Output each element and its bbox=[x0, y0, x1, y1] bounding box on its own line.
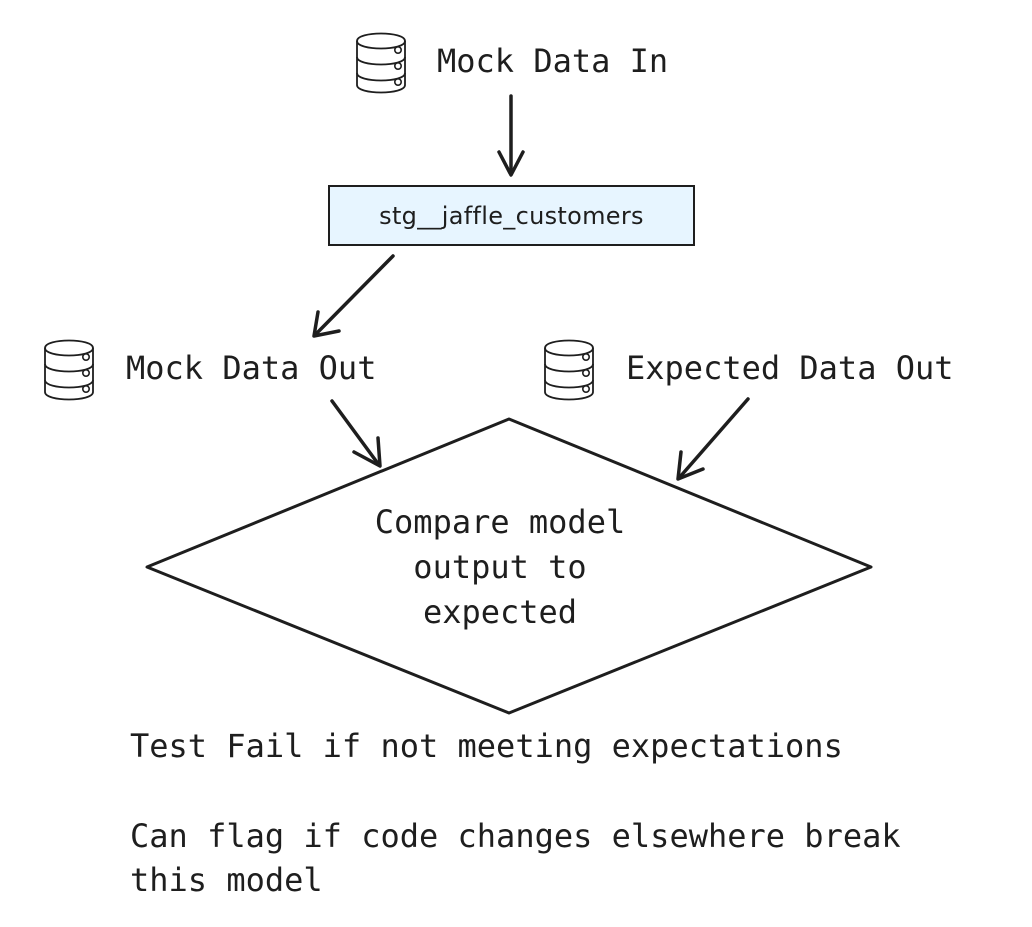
test-fail-note: Test Fail if not meeting expectations bbox=[130, 727, 843, 765]
decision-label-line-3: expected bbox=[422, 593, 578, 631]
flag-note-line-2: this model bbox=[130, 861, 323, 899]
arrow-in-to-model bbox=[497, 94, 525, 177]
model-node: stg__jaffle_customers bbox=[328, 185, 695, 246]
mock-data-in-label: Mock Data In bbox=[437, 42, 669, 80]
arrow-expected-to-decision bbox=[676, 397, 750, 481]
decision-diamond bbox=[145, 417, 873, 715]
flag-note-line-1: Can flag if code changes elsewhere break bbox=[130, 817, 901, 855]
expected-data-out-database-icon bbox=[544, 339, 594, 401]
expected-data-out-label: Expected Data Out bbox=[626, 349, 954, 387]
arrow-model-to-mock-out bbox=[312, 254, 395, 338]
mock-data-in-database-icon bbox=[356, 32, 406, 94]
decision-label: Compare model output to expected bbox=[330, 500, 670, 635]
model-node-label: stg__jaffle_customers bbox=[379, 201, 644, 230]
arrow-mock-out-to-decision bbox=[330, 399, 382, 468]
mock-data-out-database-icon bbox=[44, 339, 94, 401]
decision-label-line-2: output to bbox=[413, 548, 587, 586]
decision-label-line-1: Compare model bbox=[374, 503, 626, 541]
mock-data-out-label: Mock Data Out bbox=[126, 349, 377, 387]
